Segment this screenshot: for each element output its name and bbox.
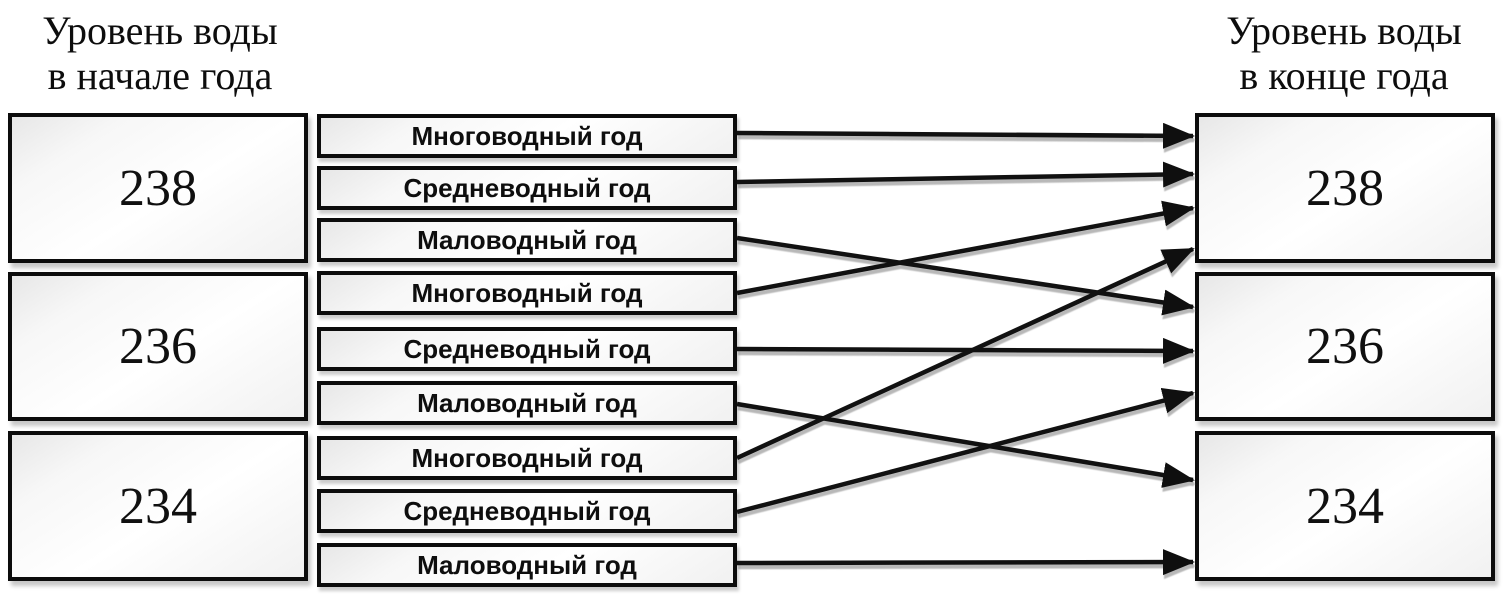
end-level-box-238: 238 [1195, 113, 1495, 263]
flow-arrow [736, 401, 1195, 488]
year-type-label: Маловодный год [417, 387, 637, 418]
flow-arrow [736, 122, 1195, 149]
start-header-line1: Уровень воды [42, 8, 278, 53]
year-type-label: Средневодный год [403, 333, 651, 364]
year-type-label: Многоводный год [411, 120, 643, 151]
arrow-layer [736, 122, 1195, 576]
flow-arrow [736, 161, 1195, 188]
year-type-label: Маловодный год [417, 224, 637, 255]
flow-arrow [736, 246, 1195, 461]
start-level-value: 238 [119, 159, 197, 217]
year-type-label: Средневодный год [403, 172, 651, 203]
end-header-line1: Уровень воды [1226, 8, 1462, 53]
start-level-box-234: 234 [8, 431, 308, 581]
start-level-box-238: 238 [8, 113, 308, 263]
flow-arrow [736, 549, 1195, 576]
end-level-box-234: 234 [1195, 431, 1495, 581]
flow-arrow [736, 235, 1195, 316]
year-type-box-4: Многоводный год [317, 271, 737, 315]
year-type-box-6: Маловодный год [317, 381, 737, 425]
year-type-label: Маловодный год [417, 549, 637, 580]
start-level-box-236: 236 [8, 272, 308, 421]
year-type-box-2: Средневодный год [317, 166, 737, 210]
end-level-value: 236 [1306, 318, 1384, 375]
end-column-header: Уровень воды в конце года [1184, 8, 1504, 98]
flow-arrow [736, 387, 1195, 515]
start-column-header: Уровень воды в начале года [0, 8, 320, 98]
year-type-label: Средневодный год [403, 495, 651, 526]
end-level-box-236: 236 [1195, 272, 1495, 421]
end-header-line2: в конце года [1239, 53, 1449, 98]
year-type-box-3: Маловодный год [317, 218, 737, 262]
year-type-box-7: Многоводный год [317, 436, 737, 480]
start-level-value: 234 [119, 477, 197, 535]
year-type-label: Многоводный год [411, 442, 643, 473]
year-type-box-5: Средневодный год [317, 327, 737, 371]
start-level-value: 236 [119, 318, 197, 375]
end-level-value: 238 [1306, 159, 1384, 217]
year-type-box-8: Средневодный год [317, 489, 737, 533]
start-header-line2: в начале года [47, 53, 273, 98]
year-type-box-9: Маловодный год [317, 543, 737, 587]
end-level-value: 234 [1306, 477, 1384, 535]
year-type-label: Многоводный год [411, 277, 643, 308]
flow-arrow [736, 200, 1195, 296]
year-type-box-1: Многоводный год [317, 114, 737, 158]
flow-arrow [736, 337, 1195, 364]
